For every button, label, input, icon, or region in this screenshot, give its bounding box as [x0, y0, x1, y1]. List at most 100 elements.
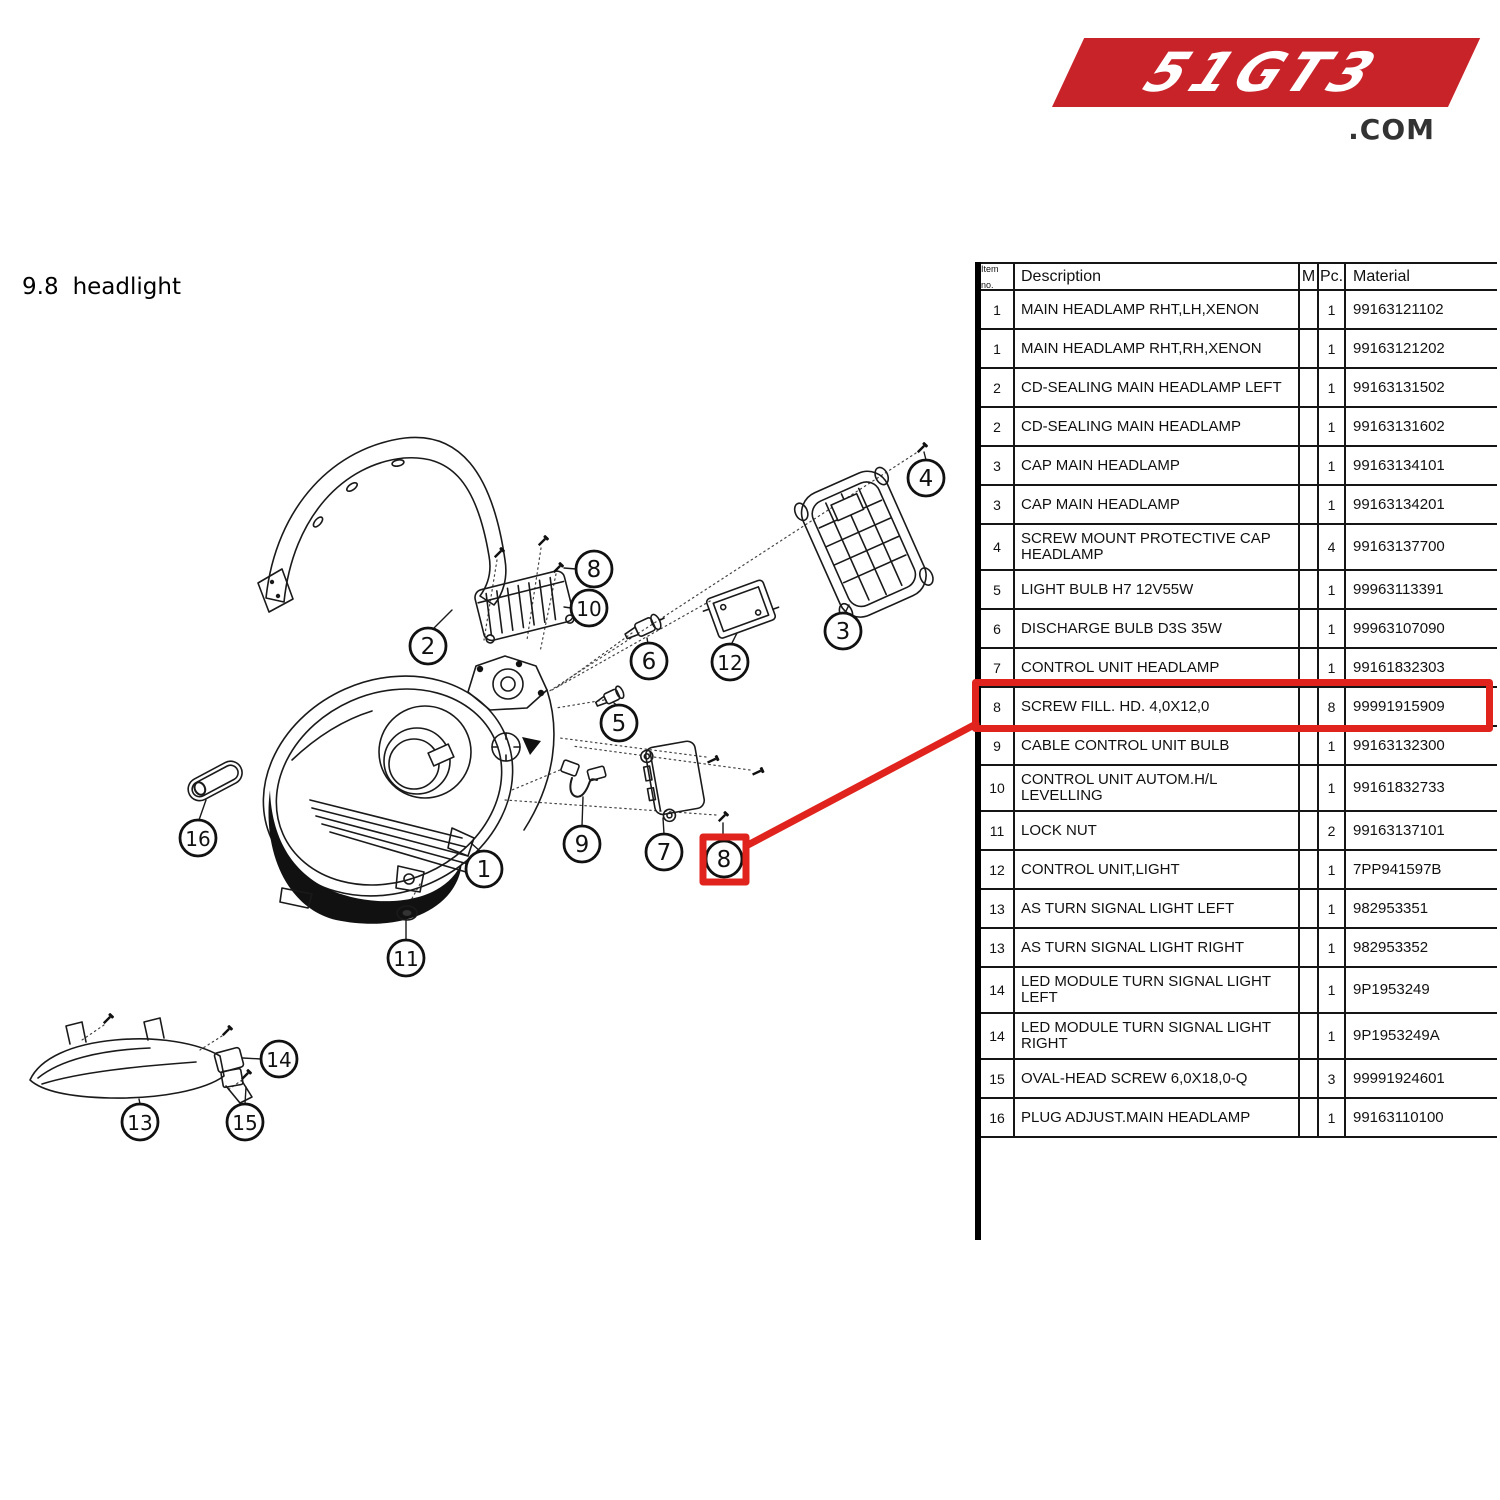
svg-text:8: 8 — [587, 557, 602, 583]
cell-pc: 1 — [1317, 486, 1344, 523]
svg-text:16: 16 — [185, 827, 210, 851]
header-material: Material — [1344, 264, 1497, 289]
cell-pc: 1 — [1317, 369, 1344, 406]
callout-2: 2 — [408, 626, 448, 666]
logo-text: 51GT3 — [1134, 40, 1392, 104]
callout-12: 12 — [710, 642, 750, 682]
cell-material: 9P1953249A — [1344, 1014, 1497, 1058]
cell-item-no: 5 — [993, 581, 1001, 598]
callout-13: 13 — [120, 1102, 160, 1142]
callout-15: 15 — [225, 1102, 265, 1142]
cell-description: OVAL-HEAD SCREW 6,0X18,0-Q — [1013, 1060, 1298, 1097]
callout-9: 9 — [562, 824, 602, 864]
cell-pc: 3 — [1317, 1060, 1344, 1097]
cell-m — [1298, 766, 1317, 810]
cell-material: 99163131602 — [1344, 408, 1497, 445]
site-logo[interactable]: 51GT3 — [1052, 38, 1481, 107]
callout-8: 8 — [574, 549, 614, 589]
svg-text:11: 11 — [393, 947, 418, 971]
cell-m — [1298, 929, 1317, 966]
callout-4: 4 — [906, 458, 946, 498]
cell-pc: 4 — [1317, 525, 1344, 569]
cell-pc: 1 — [1317, 649, 1344, 686]
headlamp-cap — [793, 466, 934, 622]
callout-5: 5 — [599, 703, 639, 743]
cell-m — [1298, 890, 1317, 927]
cell-item-no: 16 — [989, 1109, 1005, 1126]
cell-material: 99163137101 — [1344, 812, 1497, 849]
cell-description: LED MODULE TURN SIGNAL LIGHT RIGHT — [1013, 1014, 1298, 1058]
svg-text:12: 12 — [717, 651, 742, 675]
header-pc: Pc. — [1317, 264, 1344, 289]
cell-description: PLUG ADJUST.MAIN HEADLAMP — [1013, 1099, 1298, 1136]
cell-m — [1298, 486, 1317, 523]
main-headlamp — [262, 655, 555, 924]
svg-text:15: 15 — [232, 1111, 257, 1135]
callout-leader-lines — [138, 451, 927, 1105]
callout-6: 6 — [629, 641, 669, 681]
cell-material: 99163134101 — [1344, 447, 1497, 484]
cell-description: CD-SEALING MAIN HEADLAMP — [1013, 408, 1298, 445]
cell-material: 99991924601 — [1344, 1060, 1497, 1097]
adjust-plug — [187, 760, 243, 802]
cell-pc: 1 — [1317, 968, 1344, 1012]
highlight-callout-box — [699, 833, 750, 886]
cell-description: LOCK NUT — [1013, 812, 1298, 849]
cell-material: 99163110100 — [1344, 1099, 1497, 1136]
light-control-plate — [702, 579, 780, 639]
cell-item-no: 3 — [993, 496, 1001, 513]
cell-description: SCREW FILL. HD. 4,0X12,0 — [1013, 688, 1298, 725]
cell-pc: 1 — [1317, 571, 1344, 608]
cell-material: 99991915909 — [1344, 688, 1497, 725]
cell-m — [1298, 1099, 1317, 1136]
callout-3: 3 — [823, 611, 863, 651]
cell-pc: 1 — [1317, 330, 1344, 367]
svg-text:7: 7 — [657, 840, 672, 866]
cell-item-no: 9 — [993, 737, 1001, 754]
cell-m — [1298, 649, 1317, 686]
cell-m — [1298, 525, 1317, 569]
cell-description: CONTROL UNIT HEADLAMP — [1013, 649, 1298, 686]
turn-signal-light — [29, 1017, 253, 1104]
cell-material: 99963113391 — [1344, 571, 1497, 608]
cell-item-no: 2 — [993, 379, 1001, 396]
sealing-strip — [257, 436, 507, 613]
cell-item-no: 12 — [989, 861, 1005, 878]
cell-m — [1298, 610, 1317, 647]
svg-text:2: 2 — [421, 634, 436, 660]
cell-m — [1298, 968, 1317, 1012]
section-name: headlight — [72, 274, 181, 300]
cell-material: 99161832733 — [1344, 766, 1497, 810]
cell-item-no: 15 — [989, 1070, 1005, 1087]
cell-item-no: 14 — [989, 1028, 1005, 1044]
highlight-connector-line — [742, 720, 980, 850]
cell-item-no: 2 — [993, 418, 1001, 435]
cell-description: CONTROL UNIT,LIGHT — [1013, 851, 1298, 888]
cell-m — [1298, 1060, 1317, 1097]
cell-m — [1298, 408, 1317, 445]
cell-material: 982953352 — [1344, 929, 1497, 966]
cell-item-no: 10 — [989, 780, 1005, 796]
cell-pc: 1 — [1317, 291, 1344, 328]
